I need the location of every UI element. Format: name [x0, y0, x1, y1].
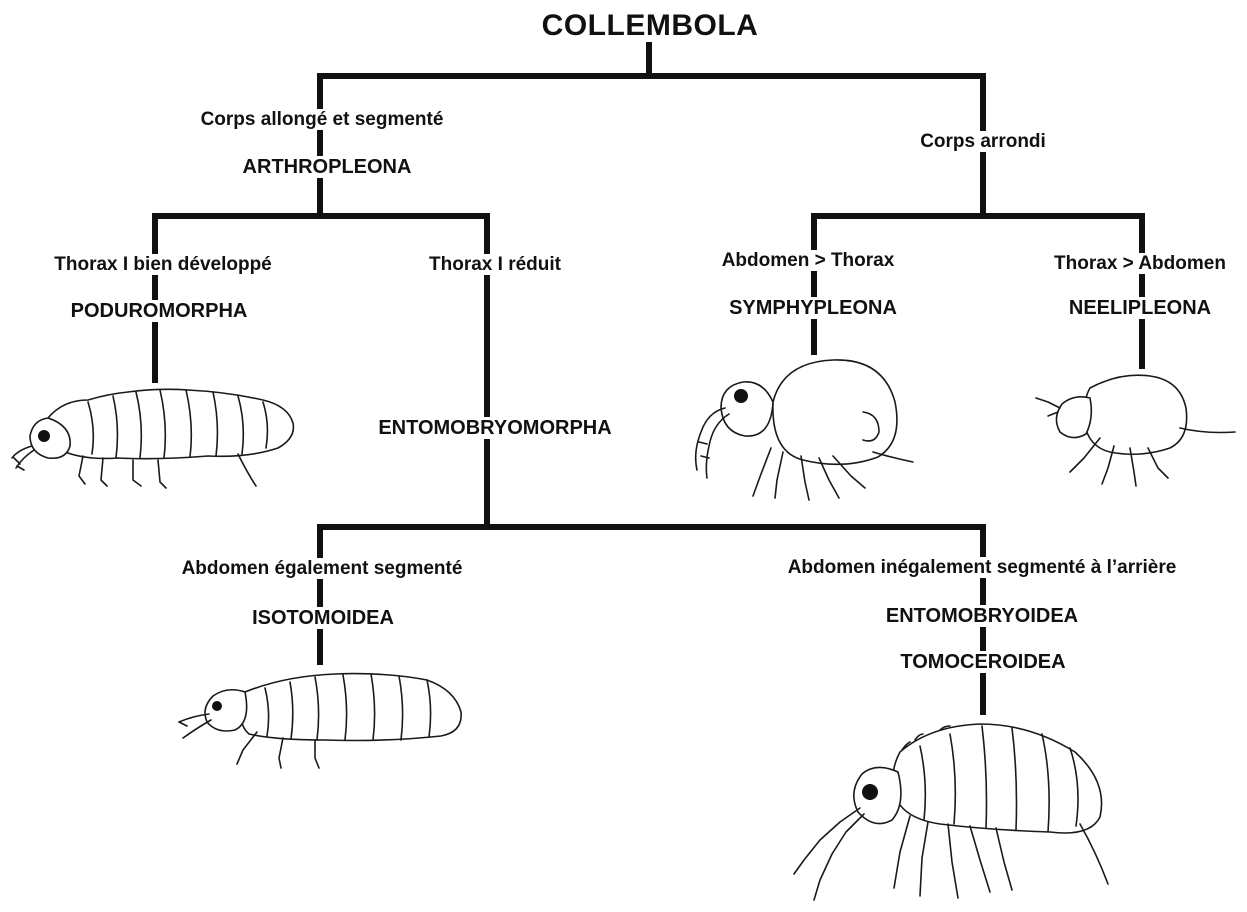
taxon-entomobryoidea: ENTOMOBRYOIDEA: [883, 605, 1081, 627]
symphypleona-illustration: [683, 352, 923, 504]
taxon-symphypleona: SYMPHYPLEONA: [726, 297, 900, 319]
poduromorpha-illustration: [8, 378, 303, 493]
taxon-neelipleona: NEELIPLEONA: [1066, 297, 1214, 319]
taxon-isotomoidea: ISOTOMOIDEA: [249, 607, 397, 629]
entomobryoidea-illustration: [790, 712, 1118, 912]
taxon-entomobryomorpha: ENTOMOBRYOMORPHA: [375, 417, 614, 439]
neelipleona-illustration: [1030, 368, 1245, 490]
isotomoidea-illustration: [165, 662, 470, 770]
criterion-thorax-reduit: Thorax I réduit: [426, 254, 564, 275]
criterion-corps-arrondi: Corps arrondi: [917, 131, 1049, 152]
criterion-abdomen-gt-thorax: Abdomen > Thorax: [719, 250, 898, 271]
criterion-thorax-gt-abdomen: Thorax > Abdomen: [1051, 253, 1229, 274]
diagram-title: COLLEMBOLA: [539, 10, 762, 42]
taxon-poduromorpha: PODUROMORPHA: [68, 300, 251, 322]
criterion-abdomen-egal: Abdomen également segmenté: [179, 558, 466, 579]
taxon-tomoceroidea: TOMOCEROIDEA: [897, 651, 1068, 673]
criterion-corps-allonge: Corps allongé et segmenté: [198, 109, 447, 130]
criterion-thorax-developpe: Thorax I bien développé: [51, 254, 275, 275]
taxon-arthropleona: ARTHROPLEONA: [240, 156, 415, 178]
criterion-abdomen-inegal: Abdomen inégalement segmenté à l’arrière: [785, 557, 1180, 578]
